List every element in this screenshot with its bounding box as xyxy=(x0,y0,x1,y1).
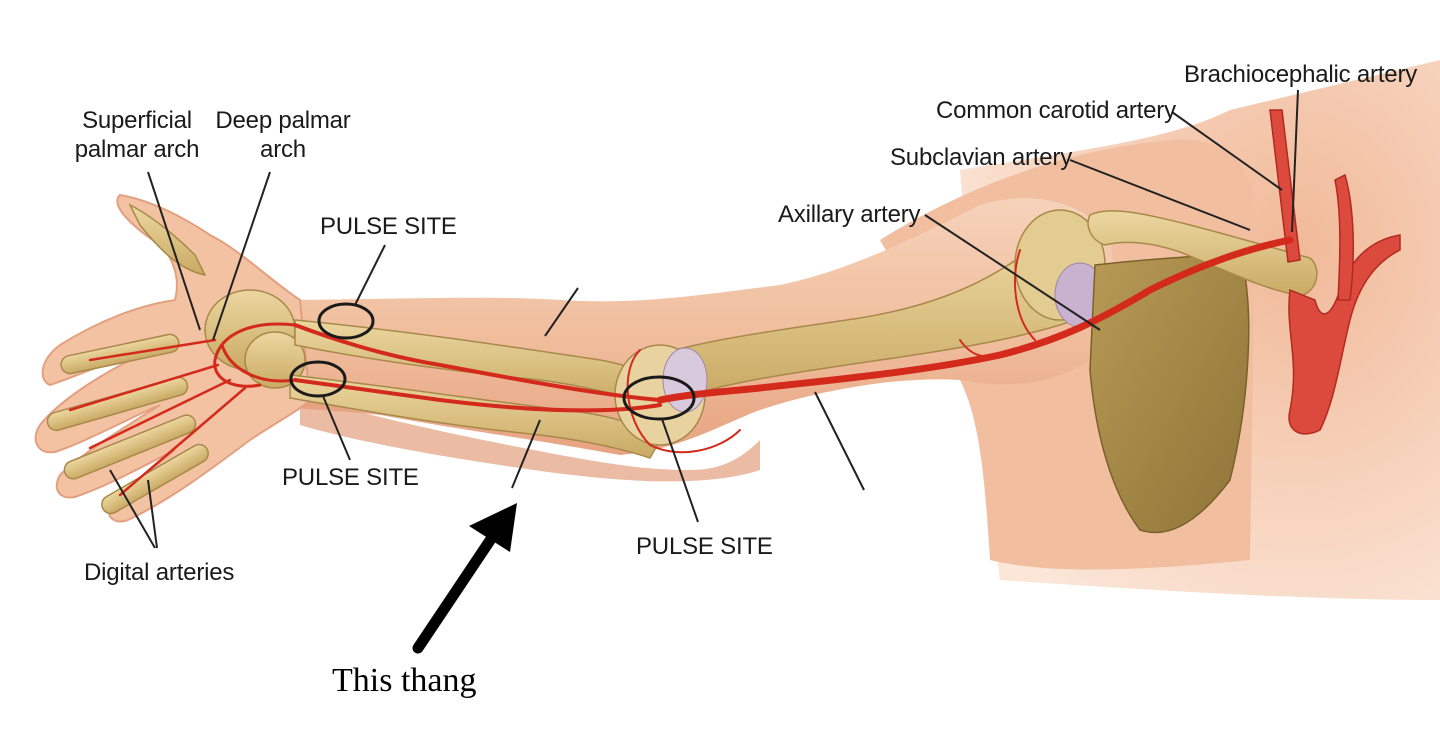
leader-brachiocephalic xyxy=(1291,89,1299,233)
forearm-bones xyxy=(289,319,661,459)
pulse-marker-ulnar xyxy=(289,360,347,398)
leader-forearm-upper xyxy=(544,287,579,337)
label-superficial-line2: palmar arch xyxy=(74,136,200,163)
annotation-caption: This thang xyxy=(332,662,477,699)
leader-lines xyxy=(109,89,1299,549)
annotation-arrow xyxy=(412,503,517,654)
label-pulse-site-ulnar: PULSE SITE xyxy=(282,464,419,491)
pulse-site-markers xyxy=(289,302,696,421)
leader-brachial xyxy=(814,391,865,491)
leader-digital-1 xyxy=(109,469,156,549)
leader-subclavian xyxy=(1069,159,1251,231)
label-common-carotid-artery: Common carotid artery xyxy=(936,97,1176,124)
label-brachiocephalic-artery: Brachiocephalic artery xyxy=(1184,61,1418,88)
pulse-marker-radial xyxy=(317,302,375,340)
leader-carotid xyxy=(1171,111,1283,191)
leader-pulse-elbow xyxy=(661,418,699,523)
label-axillary-artery: Axillary artery xyxy=(778,201,921,228)
leader-digital-2 xyxy=(147,479,158,549)
label-pulse-site-elbow: PULSE SITE xyxy=(636,533,773,560)
leader-forearm-lower xyxy=(511,419,541,489)
leader-pulse-radial xyxy=(354,244,386,306)
forearm-underside xyxy=(300,395,760,482)
pulse-marker-brachial xyxy=(622,375,696,421)
arm-skin xyxy=(270,198,1120,455)
label-superficial-line1: Superficial xyxy=(82,107,192,134)
label-subclavian-artery: Subclavian artery xyxy=(890,144,1073,171)
leader-superficial xyxy=(147,171,201,331)
label-superficial-palmar-arch: Superficial palmar arch xyxy=(72,106,202,164)
hand-bones xyxy=(46,203,306,515)
leader-deep xyxy=(212,171,271,341)
label-deep-line1: Deep palmar xyxy=(215,107,351,134)
leader-pulse-ulnar xyxy=(322,395,351,461)
leader-axillary xyxy=(924,214,1101,331)
artery-network xyxy=(68,236,1294,497)
label-pulse-site-radial: PULSE SITE xyxy=(320,213,457,240)
label-deep-palmar-arch: Deep palmar arch xyxy=(208,106,358,164)
label-deep-line2: arch xyxy=(260,136,306,163)
label-digital-arteries: Digital arteries xyxy=(84,559,235,586)
